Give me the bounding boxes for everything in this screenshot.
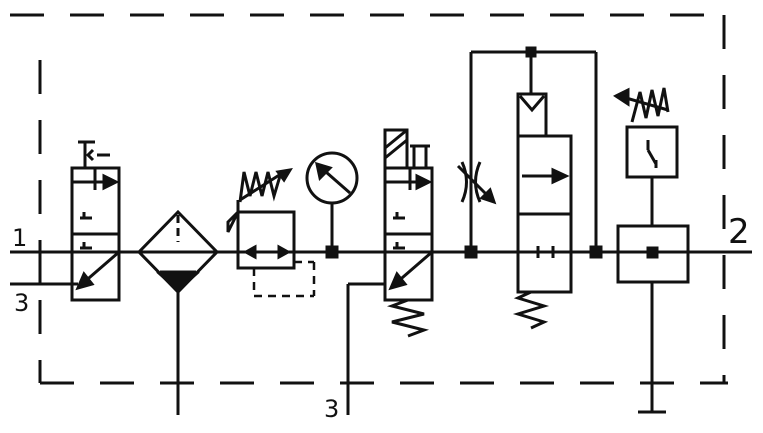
port-2-label: 2	[728, 212, 750, 252]
pressure-regulator	[226, 167, 316, 298]
unit-boundary	[10, 13, 728, 385]
port-1-label: 1	[12, 224, 27, 252]
solenoid-valve	[346, 128, 434, 415]
adjustable-throttle	[456, 52, 497, 259]
pressure-switch	[613, 87, 679, 226]
filter-with-drain	[136, 209, 220, 415]
distribution-block	[616, 224, 690, 414]
pressure-gauge	[305, 151, 359, 259]
soft-start-valve	[471, 46, 603, 330]
port-3-label-bottom: 3	[324, 395, 339, 423]
port-3-label-left: 3	[14, 289, 29, 317]
manual-shutoff-valve	[10, 140, 121, 302]
